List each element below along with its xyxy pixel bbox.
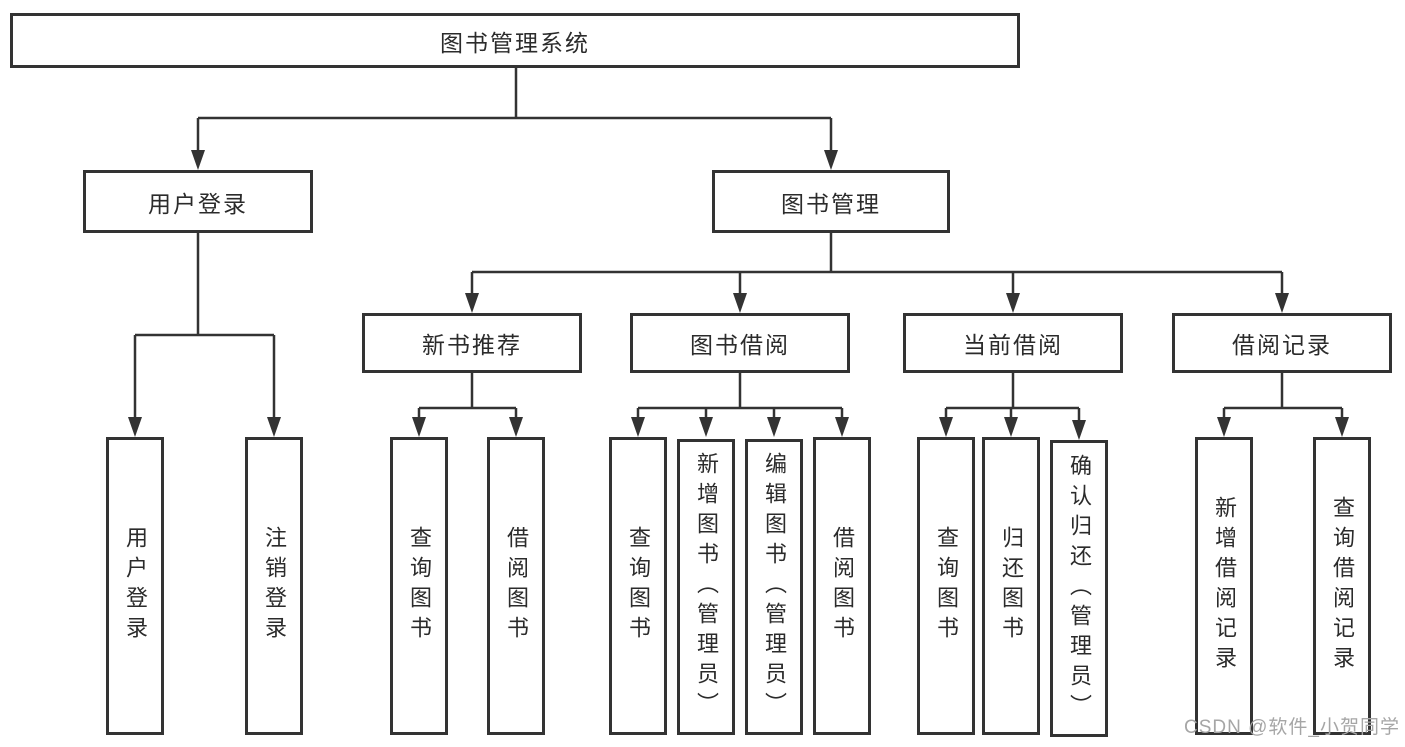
leaf-borrow-books-label: 借阅图书 [830, 526, 855, 646]
leaf-query-books-borrow-label: 查询图书 [626, 526, 651, 646]
node-root: 图书管理系统 [10, 13, 1020, 68]
leaf-add-books-admin-label: 新增图书（管理员） [694, 452, 719, 722]
leaf-logout: 注销登录 [245, 437, 303, 735]
node-book-management-label: 图书管理 [781, 190, 881, 217]
leaf-borrow-books-recommend: 借阅图书 [487, 437, 545, 735]
csdn-watermark: CSDN @软件_小贺同学 [1184, 717, 1400, 738]
node-current-borrow-label: 当前借阅 [963, 332, 1063, 358]
leaf-query-books-recommend: 查询图书 [390, 437, 448, 735]
leaf-confirm-return-admin-label: 确认归还（管理员） [1067, 453, 1092, 724]
node-book-management: 图书管理 [712, 170, 950, 233]
leaf-add-borrow-record: 新增借阅记录 [1195, 437, 1253, 735]
leaf-user-login-label: 用户登录 [123, 526, 148, 646]
connector-root-fork [196, 68, 833, 162]
connector-book-management-fork [470, 233, 1284, 305]
arrowheads [128, 150, 1349, 440]
leaf-return-books: 归还图书 [982, 437, 1040, 735]
leaf-confirm-return-admin: 确认归还（管理员） [1050, 440, 1108, 737]
leaf-query-books-recommend-label: 查询图书 [407, 526, 432, 646]
node-new-book-recommend-label: 新书推荐 [422, 332, 522, 358]
node-borrow-records: 借阅记录 [1172, 313, 1392, 373]
connector-user-login-fork [133, 233, 276, 429]
node-root-label: 图书管理系统 [440, 29, 590, 56]
node-book-borrow-label: 图书借阅 [690, 332, 790, 358]
node-user-login: 用户登录 [83, 170, 313, 233]
leaf-add-borrow-record-label: 新增借阅记录 [1212, 496, 1237, 676]
leaf-user-login: 用户登录 [106, 437, 164, 735]
node-user-login-label: 用户登录 [148, 190, 248, 217]
leaf-return-books-label: 归还图书 [999, 526, 1024, 646]
node-book-borrow: 图书借阅 [630, 313, 850, 373]
leaf-add-books-admin: 新增图书（管理员） [677, 439, 735, 735]
leaf-query-books-current-label: 查询图书 [934, 526, 959, 646]
leaf-edit-books-admin-label: 编辑图书（管理员） [762, 452, 787, 722]
node-current-borrow: 当前借阅 [903, 313, 1123, 373]
leaf-query-books-borrow: 查询图书 [609, 437, 667, 735]
leaf-logout-label: 注销登录 [262, 526, 287, 646]
leaf-query-books-current: 查询图书 [917, 437, 975, 735]
leaf-query-borrow-record-label: 查询借阅记录 [1330, 496, 1355, 676]
node-new-book-recommend: 新书推荐 [362, 313, 582, 373]
leaf-borrow-books-recommend-label: 借阅图书 [504, 526, 529, 646]
connector-new-book-recommend-fork [417, 373, 518, 429]
leaf-query-borrow-record: 查询借阅记录 [1313, 437, 1371, 735]
leaf-edit-books-admin: 编辑图书（管理员） [745, 439, 803, 735]
leaf-borrow-books: 借阅图书 [813, 437, 871, 735]
connector-borrow-records-fork [1222, 373, 1344, 429]
connector-book-borrow-fork [636, 373, 844, 429]
node-borrow-records-label: 借阅记录 [1232, 332, 1332, 358]
